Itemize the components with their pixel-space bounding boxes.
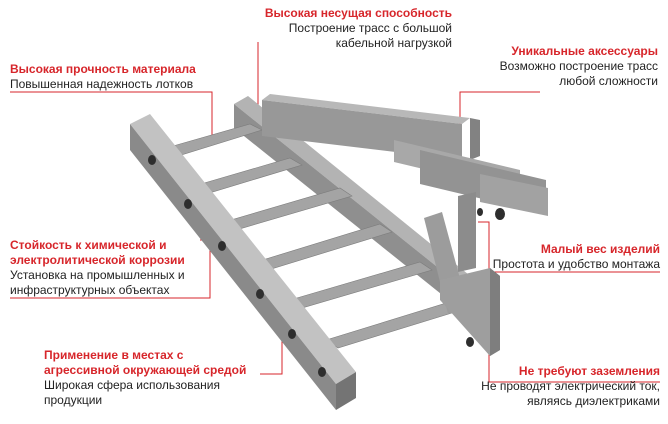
callout-title: Не требуют заземления — [518, 364, 660, 378]
callout-desc: Повышенная надежность лотков — [10, 77, 194, 91]
callout-title: Уникальные аксессуары — [511, 44, 658, 58]
callout-connectors — [10, 42, 660, 383]
ladder-end-piece — [440, 268, 500, 356]
ladder-front-rail — [130, 114, 356, 410]
callout-desc: инфраструктурных объектах — [10, 283, 170, 297]
callout-desc: продукции — [44, 393, 103, 407]
callout-title: Высокая несущая способность — [264, 6, 452, 20]
callout-desc: Возможно построение трасс — [499, 59, 658, 73]
callout-corrosion-resistance: Стойкость к химической и электролитическ… — [10, 238, 230, 298]
callout-no-grounding: Не требуют заземления Не проводят электр… — [470, 364, 660, 409]
callout-desc: Не проводят электрический ток, — [481, 379, 660, 393]
callout-title: Высокая прочность материала — [10, 62, 196, 76]
callout-accessories: Уникальные аксессуары Возможно построени… — [456, 44, 658, 89]
callout-title: Применение в местах с — [44, 348, 184, 362]
callout-aggressive-environment: Применение в местах с агрессивной окружа… — [44, 348, 274, 408]
callout-title: Малый вес изделий — [540, 242, 660, 256]
callout-desc: Простота и удобство монтажа — [492, 257, 660, 271]
callout-desc: Установка на промышленных и — [10, 268, 185, 282]
callout-low-weight: Малый вес изделий Простота и удобство мо… — [488, 242, 660, 272]
bolts — [148, 155, 505, 377]
tee-branch — [262, 94, 548, 314]
callout-desc: любой сложности — [559, 74, 658, 88]
callout-desc: являясь диэлектриками — [527, 394, 660, 408]
callout-title-2: электролитической коррозии — [10, 253, 185, 267]
callout-material-strength: Высокая прочность материала Повышенная н… — [10, 62, 250, 92]
callout-desc: Широкая сфера использования — [44, 378, 220, 392]
callout-load-capacity: Высокая несущая способность Построение т… — [244, 6, 452, 51]
callout-desc: кабельной нагрузкой — [335, 36, 452, 50]
callout-title-2: агрессивной окружающей средой — [44, 363, 247, 377]
callout-desc: Построение трасс с большой — [288, 21, 452, 35]
callout-title: Стойкость к химической и — [10, 238, 167, 252]
ladder-rungs — [165, 123, 469, 349]
